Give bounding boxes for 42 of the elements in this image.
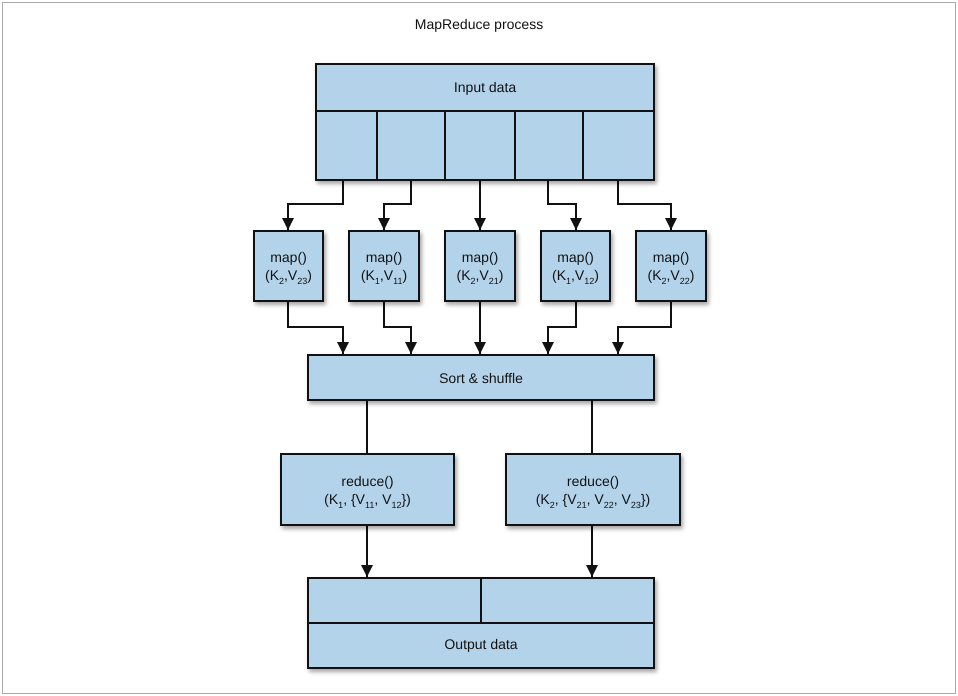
diagram-title: MapReduce process	[414, 16, 544, 32]
process-box	[307, 354, 655, 401]
key-value-label: (K$_{1}$, {V$_{11}$, V$_{12}$})	[323, 490, 412, 512]
function-box	[505, 453, 681, 526]
arrow	[378, 181, 412, 230]
arrow	[383, 302, 417, 354]
arrow	[617, 181, 677, 230]
function-box	[348, 230, 420, 302]
key-value-label: (K$_{2}$, {V$_{21}$, V$_{22}$, V$_{23}$})	[534, 490, 652, 512]
key-value-label: (K$_{2}$,V$_{23}$)	[264, 266, 313, 288]
function-box	[253, 230, 324, 302]
function-name: map()	[269, 248, 308, 266]
function-name: map()	[652, 248, 690, 266]
function-name: map()	[556, 248, 595, 266]
key-value-label: (K$_{1}$,V$_{11}$)	[360, 266, 408, 288]
arrow	[586, 526, 598, 577]
key-value-label: (K$_{2}$,V$_{22}$)	[646, 266, 696, 288]
function-name: map()	[460, 248, 500, 266]
function-box	[635, 230, 707, 302]
data-box	[315, 63, 655, 181]
function-name: reduce()	[566, 472, 620, 490]
function-box	[540, 230, 611, 302]
function-box	[444, 230, 516, 302]
key-value-label: (K$_{1}$,V$_{12}$)	[551, 266, 600, 288]
connector-line	[591, 401, 593, 453]
arrow	[612, 302, 672, 354]
key-value-label: (K$_{2}$,V$_{21}$)	[456, 266, 504, 288]
arrow	[287, 302, 349, 354]
data-box	[307, 577, 655, 669]
function-name: map()	[364, 248, 404, 266]
box-label: Input data	[452, 78, 518, 96]
box-label: Sort & shuffle	[438, 368, 524, 386]
function-box	[280, 453, 455, 526]
arrow	[474, 302, 486, 354]
arrow	[542, 302, 577, 354]
arrow	[282, 181, 344, 230]
function-name: reduce()	[340, 472, 395, 490]
connector-line	[366, 401, 368, 453]
arrow	[547, 181, 582, 230]
arrow	[361, 526, 373, 577]
box-label: Output data	[443, 635, 519, 653]
arrow	[474, 181, 486, 230]
